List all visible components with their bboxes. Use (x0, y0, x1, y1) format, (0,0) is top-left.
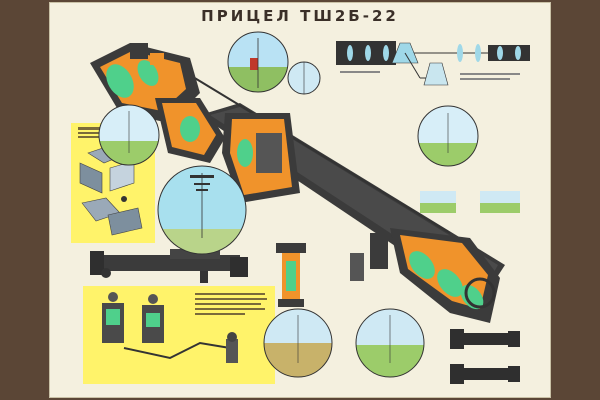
small-sight-drawings (450, 329, 520, 384)
yellow-note-panel-bottom (83, 286, 275, 384)
cutaway-sight-drawing (90, 43, 505, 323)
poster-title: ПРИЦЕЛ ТШ2Б-22 (201, 7, 399, 25)
poster-sheet: ПРИЦЕЛ ТШ2Б-22 (49, 2, 551, 398)
poster-illustration (71, 31, 535, 384)
sight-side-view (90, 249, 248, 283)
landscape-thumbnails (420, 191, 520, 213)
orange-detail-drawing (276, 243, 306, 307)
optical-schematic (332, 38, 535, 90)
